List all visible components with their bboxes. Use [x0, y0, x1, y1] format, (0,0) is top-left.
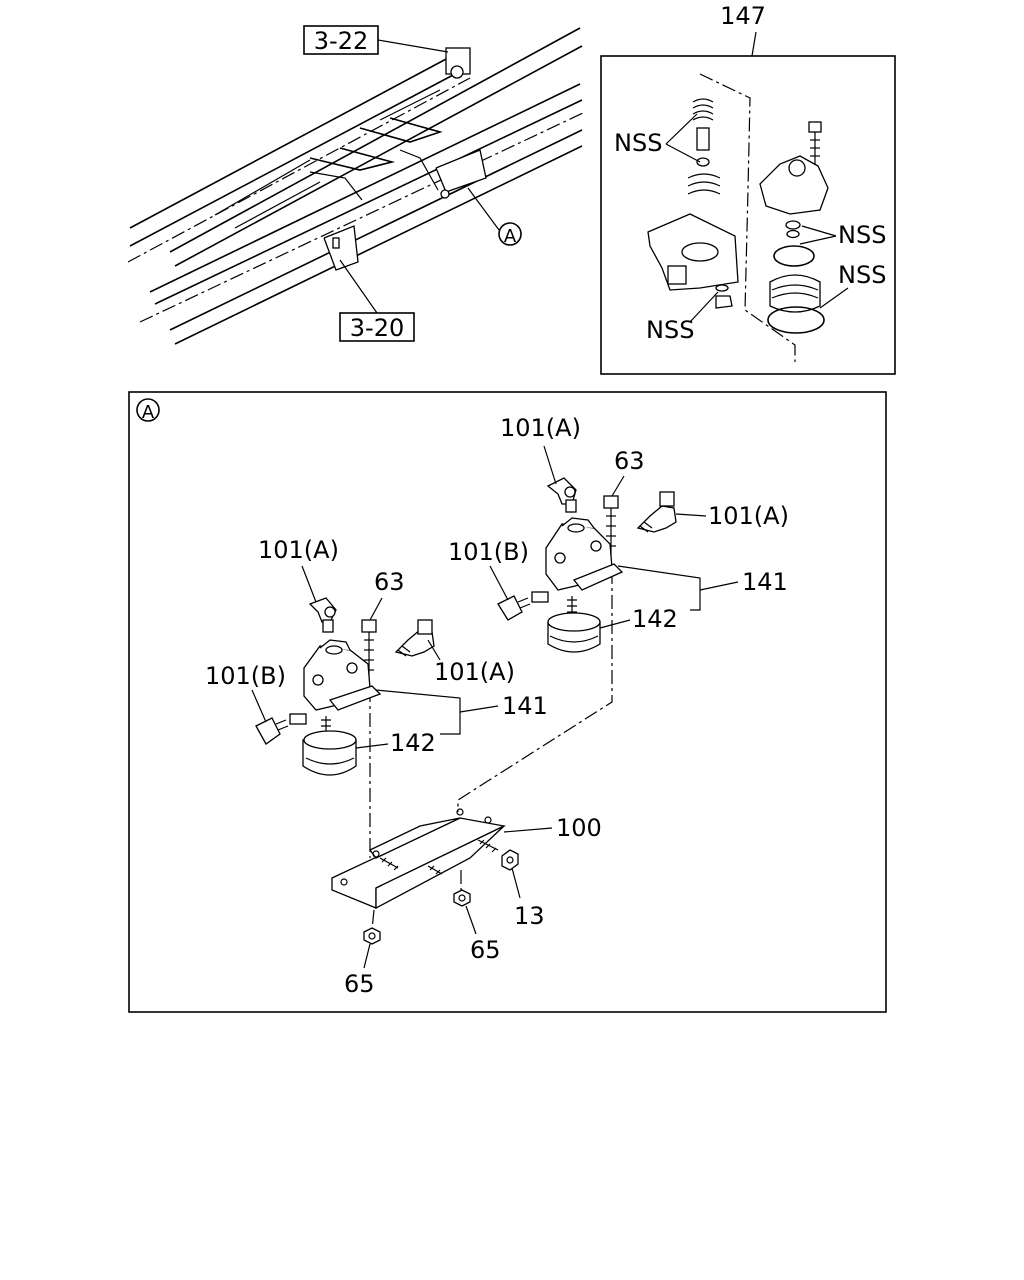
label-141-left: 141 — [502, 692, 548, 720]
label-142-right: 142 — [632, 605, 678, 633]
ref-3-20-label: 3-20 — [350, 314, 404, 342]
nut-13 — [501, 849, 519, 871]
assembly-line-right — [457, 570, 613, 812]
valve-exploded-parts — [647, 73, 829, 362]
nss-label-1: NSS — [614, 129, 662, 157]
nss-label-4: NSS — [646, 316, 694, 344]
label-65-center: 65 — [470, 936, 501, 964]
label-142-left: 142 — [390, 729, 436, 757]
label-13: 13 — [514, 902, 545, 930]
relay-valve-left — [255, 597, 435, 776]
nss-label-3: NSS — [838, 261, 886, 289]
label-101b-left: 101(B) — [205, 662, 286, 690]
nss-label-2: NSS — [838, 221, 886, 249]
relay-valve-right — [497, 477, 677, 653]
circle-a-label: A — [504, 226, 517, 247]
label-63-left: 63 — [374, 568, 405, 596]
label-101a-left-top: 101(A) — [258, 536, 339, 564]
nut-65-center — [453, 889, 471, 907]
label-101a-right-top: 101(A) — [500, 414, 581, 442]
label-65-bottom: 65 — [344, 970, 375, 998]
detail-147-box — [600, 55, 896, 375]
detail-a-box — [128, 391, 887, 1013]
label-100: 100 — [556, 814, 602, 842]
label-101b-right: 101(B) — [448, 538, 529, 566]
ref-3-22-label: 3-22 — [314, 27, 368, 55]
ref-147-label: 147 — [720, 2, 766, 30]
detail-a-marker — [136, 398, 160, 422]
label-63-right: 63 — [614, 447, 645, 475]
label-141-right: 141 — [742, 568, 788, 596]
label-101a-right-side: 101(A) — [708, 502, 789, 530]
detail-a-label: A — [142, 402, 155, 423]
mounting-bracket — [331, 808, 507, 910]
nut-65-bottom — [363, 927, 381, 945]
label-101a-left-side: 101(A) — [434, 658, 515, 686]
chassis-frame-overview — [127, 27, 586, 345]
circle-a-marker — [498, 222, 522, 246]
